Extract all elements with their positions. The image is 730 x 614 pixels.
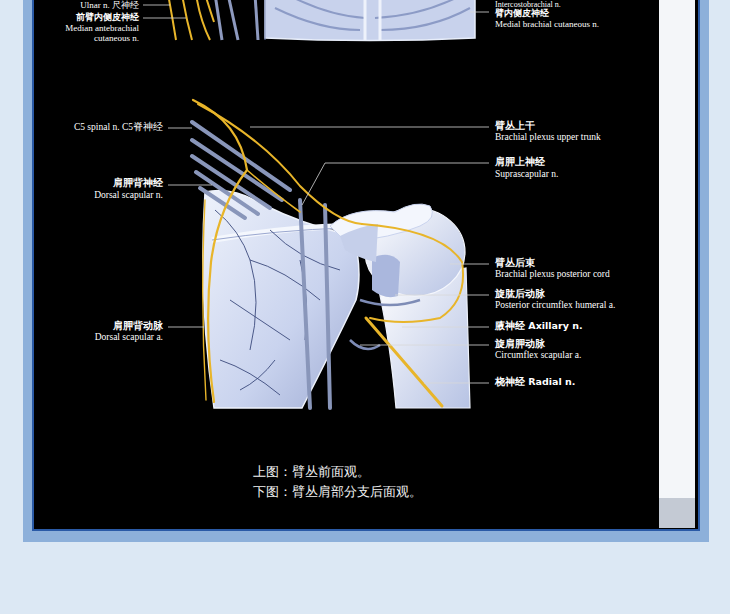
part-label: 肩胛背神经: [113, 178, 163, 189]
part-label: Ulnar n. 尺神经: [80, 0, 139, 10]
part-label: Dorsal scapular n.: [94, 190, 163, 201]
caption-line: 上图：臂丛前面观。: [253, 465, 370, 479]
black-panel: [33, 0, 699, 530]
upper-vessels: [215, 0, 258, 40]
part-label: 臂丛上干: [495, 121, 535, 132]
part-label: 腋神经 Axillary n.: [495, 321, 583, 332]
part-label: C5 spinal n. C5脊神经: [74, 122, 163, 133]
part-label: 旋肩胛动脉: [495, 339, 545, 350]
part-label: 肩胛背动脉: [113, 321, 163, 332]
part-label: Brachial plexus posterior cord: [495, 269, 610, 280]
part-label: 臂内侧皮神经: [495, 8, 549, 18]
part-label: Dorsal scapular a.: [95, 332, 163, 343]
upper-fragment: [265, 0, 475, 41]
part-label: 旋肱后动脉: [495, 289, 545, 300]
scapular-vessels: [215, 210, 340, 395]
outer-frame: [23, 0, 709, 542]
part-label: Medial brachial cutaneous n.: [495, 19, 599, 29]
nerves: [193, 100, 463, 406]
part-label: Median antebrachial cutaneous n.: [43, 23, 139, 44]
humerus: [365, 208, 470, 408]
part-label: Intercostobrachial n.: [495, 0, 561, 9]
caption-line: 下图：臂丛肩部分支后面观。: [253, 485, 422, 499]
part-label: Circumflex scapular a.: [495, 350, 581, 361]
part-label: Brachial plexus upper trunk: [495, 132, 601, 143]
upper-nerves: [168, 0, 214, 40]
part-label: Suprascapular n.: [495, 169, 558, 180]
plexus-cords: [192, 122, 330, 408]
side-strip-end: [659, 498, 695, 528]
circumflex-arteries: [350, 300, 420, 349]
part-label: Posterior circumflex humeral a.: [495, 300, 615, 311]
leader-lines: [143, 5, 489, 383]
part-label: 前臂内侧皮神经: [76, 12, 139, 22]
part-label: 桡神经 Radial n.: [495, 377, 575, 388]
side-strip: [659, 0, 695, 498]
part-label: 臂丛后束: [495, 258, 535, 269]
part-label: 肩胛上神经: [495, 157, 545, 168]
